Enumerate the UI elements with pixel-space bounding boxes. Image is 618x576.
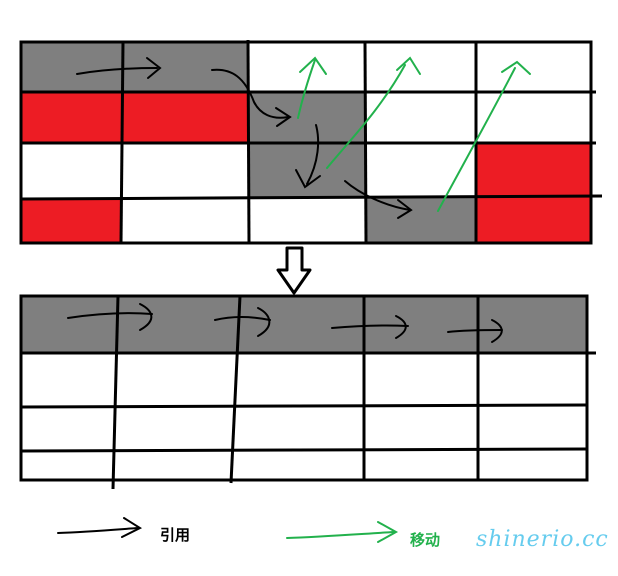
legend-reference-arrow	[57, 527, 139, 534]
bottom-grid-cell	[21, 406, 116, 450]
reference-arrow	[447, 329, 503, 333]
move-arrow-head	[501, 60, 531, 75]
bottom-grid-cell	[478, 353, 587, 406]
bottom-grid-border	[19, 294, 589, 482]
legend-reference-label: 引用	[160, 526, 190, 544]
reference-arrow-head	[295, 169, 321, 189]
bottom-grid-hline	[20, 447, 588, 453]
bottom-grid-cell	[21, 296, 116, 353]
top-grid-cell	[122, 143, 248, 198]
top-grid-cell	[21, 92, 122, 143]
reference-arrow	[331, 324, 409, 329]
reference-arrow-head	[146, 57, 162, 79]
move-arrow	[326, 64, 406, 169]
bottom-grid-cell	[21, 353, 116, 406]
bottom-grid-cell	[116, 450, 236, 480]
bottom-grid-cell	[364, 296, 478, 353]
top-grid-cell	[248, 92, 365, 143]
bottom-grid-cell	[478, 450, 587, 480]
top-grid-cell	[21, 42, 122, 92]
bottom-reference-arrows	[67, 303, 503, 343]
top-grid-cells	[21, 42, 591, 243]
bottom-grid	[19, 294, 596, 490]
reference-arrow	[214, 316, 271, 321]
reference-arrow	[306, 124, 320, 185]
reference-arrow-head	[275, 107, 292, 127]
top-grid	[19, 39, 603, 245]
top-grid-cell	[248, 198, 365, 243]
legend-move-arrow-head	[377, 521, 399, 543]
bottom-grid-cell	[236, 353, 364, 406]
top-grid-hline	[20, 194, 603, 201]
top-grid-cell	[365, 92, 476, 143]
reference-arrow-head	[139, 303, 153, 331]
bottom-grid-cell	[21, 450, 116, 480]
bottom-grid-cell	[478, 296, 587, 353]
top-grid-cell	[122, 198, 248, 243]
move-arrow-head	[299, 56, 327, 75]
bottom-grid-vline	[111, 295, 120, 490]
top-grid-cell	[476, 143, 591, 198]
reference-arrow-head	[257, 307, 271, 337]
bottom-grid-cell	[364, 353, 478, 406]
top-grid-cell	[476, 92, 591, 143]
reference-arrow	[76, 67, 158, 75]
bottom-grid-cell	[478, 406, 587, 450]
reference-arrow	[344, 180, 411, 211]
move-arrow-head	[396, 56, 421, 75]
reference-arrow-head	[397, 199, 413, 219]
top-grid-cell	[476, 198, 591, 243]
top-grid-vline	[119, 41, 125, 244]
bottom-grid-cell	[116, 353, 236, 406]
move-arrow	[437, 67, 516, 212]
top-grid-lines	[19, 39, 603, 245]
bottom-grid-cells	[21, 296, 587, 480]
top-grid-cell	[21, 143, 122, 198]
reference-arrow	[67, 312, 153, 319]
legend-move: 移动	[286, 521, 440, 549]
legend-move-arrow	[286, 531, 395, 539]
bottom-grid-cell	[364, 450, 478, 480]
top-grid-cell	[122, 42, 248, 92]
move-arrow	[297, 59, 316, 119]
bottom-grid-cell	[116, 406, 236, 450]
legend: 引用 移动 shinerio.cc	[57, 517, 609, 552]
top-grid-cell	[365, 198, 476, 243]
legend-reference-arrow-head	[121, 517, 143, 538]
down-arrow-icon	[276, 246, 312, 295]
bottom-grid-hline	[20, 403, 588, 409]
top-grid-cell	[365, 42, 476, 92]
top-grid-cell	[21, 198, 122, 243]
reference-arrow	[211, 68, 289, 119]
bottom-grid-cell	[364, 406, 478, 450]
top-grid-cell	[248, 143, 365, 198]
reference-arrow-head	[395, 315, 407, 339]
legend-reference: 引用	[57, 517, 190, 544]
top-grid-cell	[122, 92, 248, 143]
reference-arrow-head	[491, 319, 503, 343]
bottom-grid-cell	[236, 406, 364, 450]
top-grid-cell	[476, 42, 591, 92]
top-grid-vline	[363, 41, 368, 244]
top-grid-cell	[365, 143, 476, 198]
legend-move-label: 移动	[410, 531, 440, 549]
top-grid-vline	[246, 39, 251, 244]
watermark: shinerio.cc	[476, 527, 609, 552]
bottom-grid-cell	[116, 296, 236, 353]
bottom-grid-cell	[236, 450, 364, 480]
top-move-arrows	[297, 56, 531, 212]
bottom-grid-vline	[229, 295, 242, 484]
top-reference-arrows	[76, 57, 413, 219]
bottom-grid-cell	[236, 296, 364, 353]
